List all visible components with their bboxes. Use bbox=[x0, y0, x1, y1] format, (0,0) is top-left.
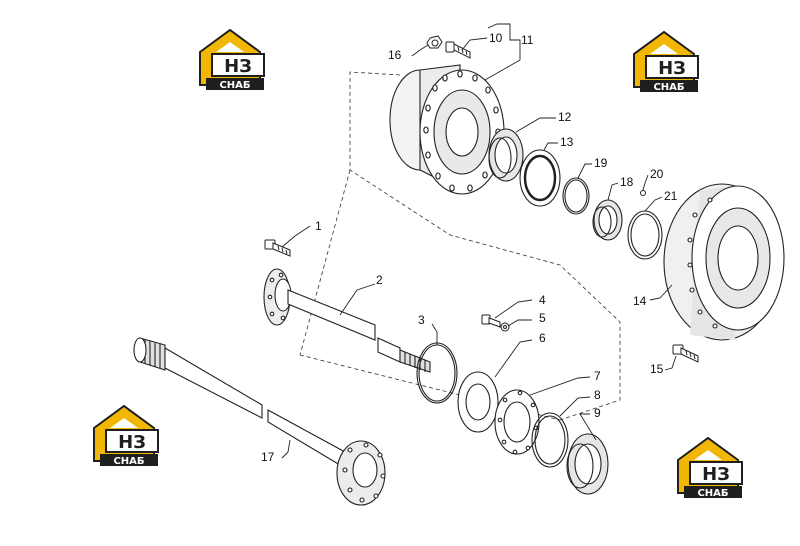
o-ring-3 bbox=[416, 342, 458, 404]
axle-shaft-17 bbox=[133, 337, 386, 506]
callout-15: 15 bbox=[650, 362, 664, 376]
brake-disc bbox=[663, 183, 785, 341]
callout-8: 8 bbox=[594, 388, 601, 402]
callout-14: 14 bbox=[633, 294, 647, 308]
bearing-12 bbox=[488, 128, 524, 182]
callout-18: 18 bbox=[620, 175, 634, 189]
callout-11: 11 bbox=[521, 33, 534, 47]
logo-caption: СНАБ bbox=[113, 456, 144, 467]
seal-13 bbox=[519, 149, 561, 207]
callout-6: 6 bbox=[539, 331, 546, 345]
wheel-nut bbox=[426, 35, 443, 49]
logo-mark: НЗ bbox=[224, 56, 252, 77]
logo-bottom-left: НЗ СНАБ bbox=[93, 404, 159, 467]
ring-21 bbox=[627, 210, 663, 260]
callout-19: 19 bbox=[594, 156, 608, 170]
callout-labels: 1 2 3 4 5 6 7 8 9 10 11 12 13 14 15 16 1… bbox=[261, 31, 678, 464]
callout-5: 5 bbox=[539, 311, 546, 325]
callout-1: 1 bbox=[315, 219, 322, 233]
callout-10: 10 bbox=[489, 31, 503, 45]
ring-8 bbox=[531, 412, 569, 468]
logo-mark: НЗ bbox=[702, 464, 730, 485]
bolt-15 bbox=[672, 344, 699, 363]
bolt-4 bbox=[481, 314, 501, 328]
bolt-1 bbox=[264, 239, 291, 257]
bearing-18 bbox=[592, 199, 623, 241]
callout-16: 16 bbox=[388, 48, 402, 62]
snap-ring-19 bbox=[562, 177, 590, 215]
gasket-6 bbox=[457, 371, 499, 433]
callout-3: 3 bbox=[418, 313, 425, 327]
assembly-guide-lines bbox=[299, 71, 621, 421]
logo-bottom-right: НЗ СНАБ bbox=[677, 436, 743, 499]
callout-7: 7 bbox=[594, 369, 601, 383]
half-shaft-2 bbox=[263, 268, 431, 373]
logo-caption: СНАБ bbox=[697, 488, 728, 499]
logo-mark: НЗ bbox=[658, 58, 686, 79]
small-ball-20 bbox=[640, 190, 646, 196]
leader-lines bbox=[281, 23, 677, 459]
logo-mark: НЗ bbox=[118, 432, 146, 453]
bearing-9 bbox=[566, 433, 609, 495]
callout-13: 13 bbox=[560, 135, 574, 149]
callout-12: 12 bbox=[558, 110, 572, 124]
callout-20: 20 bbox=[650, 167, 664, 181]
wheel-stud bbox=[445, 41, 471, 59]
logo-caption: СНАБ bbox=[219, 80, 250, 91]
washer-5 bbox=[500, 322, 510, 332]
logo-top-left: НЗ СНАБ bbox=[199, 28, 265, 91]
callout-9: 9 bbox=[594, 406, 601, 420]
logo-caption: СНАБ bbox=[653, 82, 684, 93]
callout-2: 2 bbox=[376, 273, 383, 287]
wheel-hub bbox=[389, 64, 505, 195]
callout-4: 4 bbox=[539, 293, 546, 307]
callout-17: 17 bbox=[261, 450, 275, 464]
flange-plate-7 bbox=[494, 389, 540, 455]
callout-21: 21 bbox=[664, 189, 678, 203]
logo-top-right: НЗ СНАБ bbox=[633, 30, 699, 93]
